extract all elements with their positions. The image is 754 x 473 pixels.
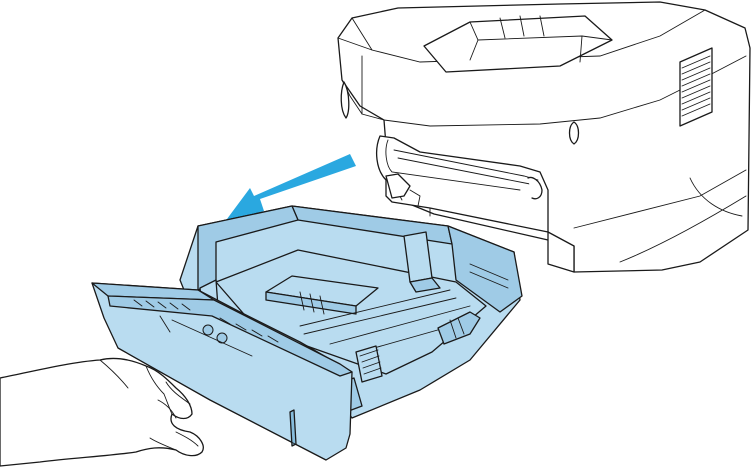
- pull-direction-arrow-icon: [224, 154, 356, 223]
- vent-icon: [679, 47, 713, 127]
- printer-icon: [337, 1, 751, 273]
- hand-icon: [0, 357, 204, 467]
- paper-tray-icon: [91, 205, 523, 461]
